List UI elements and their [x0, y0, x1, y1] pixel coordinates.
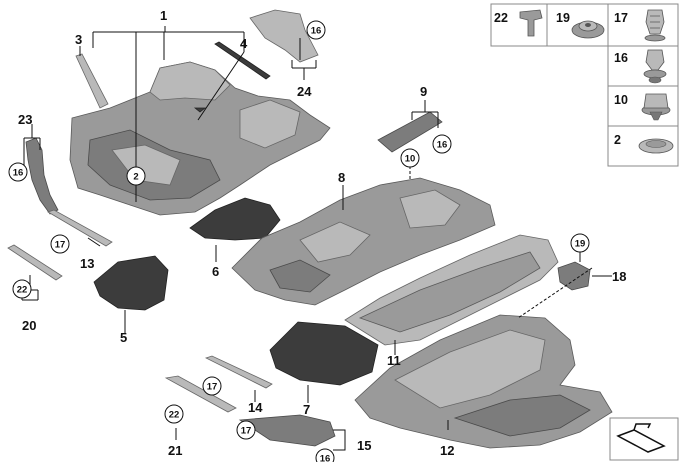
- callout-22-b: 22: [164, 404, 184, 424]
- part-13-strip: [47, 209, 113, 247]
- label-23: 23: [18, 112, 32, 127]
- part-21-strip: [164, 375, 237, 413]
- label-12: 12: [440, 443, 454, 458]
- label-11: 11: [387, 353, 401, 368]
- callout-10: 10: [400, 148, 420, 168]
- part-3-strip: [75, 53, 109, 109]
- svg-text:16: 16: [437, 140, 448, 151]
- callout-17-a: 17: [50, 234, 70, 254]
- callout-17-c: 17: [236, 420, 256, 440]
- legend-19-label: 19: [556, 11, 570, 25]
- leader-lines: [21, 26, 612, 451]
- fastener-legend: 22 19 17 16 10 2: [490, 3, 679, 167]
- part-4-seal: [214, 41, 271, 80]
- callout-22-a: 22: [12, 279, 32, 299]
- clip-10-icon: [641, 93, 671, 121]
- callout-numbers: 1 3 4 23 24 9 8 6 13 20 5 11 18 7 14 21 …: [18, 8, 626, 458]
- part-6-mat: [189, 197, 281, 241]
- svg-text:16: 16: [311, 26, 322, 37]
- label-7: 7: [303, 402, 310, 417]
- callout-16-b: 16: [306, 20, 326, 40]
- part-18-bracket: [557, 261, 591, 291]
- label-14: 14: [248, 400, 263, 415]
- label-20: 20: [22, 318, 36, 333]
- part-12-trunk-floor: [354, 314, 613, 449]
- svg-text:22: 22: [169, 410, 180, 421]
- svg-text:17: 17: [207, 382, 218, 393]
- part-8-carpet: [231, 177, 496, 306]
- part-24-trim: [249, 9, 319, 63]
- part-9-bracket: [377, 111, 443, 153]
- legend-16-label: 16: [614, 51, 628, 65]
- label-6: 6: [212, 264, 219, 279]
- label-9: 9: [420, 84, 427, 99]
- svg-text:16: 16: [13, 168, 24, 179]
- part-20-strip: [7, 244, 63, 281]
- svg-text:22: 22: [17, 285, 28, 296]
- svg-text:2: 2: [133, 172, 138, 183]
- svg-text:17: 17: [241, 426, 252, 437]
- part-11-panel: [344, 234, 559, 346]
- label-1: 1: [160, 8, 167, 23]
- label-21: 21: [168, 443, 182, 458]
- nut-19-icon: [571, 20, 605, 39]
- label-15: 15: [357, 438, 371, 453]
- part-15-trim: [238, 414, 336, 447]
- legend-10-label: 10: [614, 93, 628, 107]
- callout-17-b: 17: [202, 376, 222, 396]
- label-18: 18: [612, 269, 626, 284]
- svg-text:17: 17: [55, 240, 66, 251]
- svg-text:16: 16: [320, 454, 331, 462]
- clip-16-icon: [643, 49, 667, 84]
- label-5: 5: [120, 330, 127, 345]
- legend-22-label: 22: [494, 11, 508, 25]
- label-13: 13: [80, 256, 94, 271]
- part-7-mat: [269, 321, 379, 386]
- legend-2-label: 2: [614, 133, 621, 147]
- label-8: 8: [338, 170, 345, 185]
- callout-16-c: 16: [432, 134, 452, 154]
- label-3: 3: [75, 32, 82, 47]
- legend-17-label: 17: [614, 11, 628, 25]
- callout-19: 19: [570, 233, 590, 253]
- svg-text:19: 19: [575, 239, 586, 250]
- label-4: 4: [240, 36, 248, 51]
- plug-2-icon: [638, 138, 674, 154]
- svg-text:10: 10: [405, 154, 416, 165]
- callout-2: 2: [126, 166, 146, 186]
- clip-22-icon: [519, 9, 543, 37]
- part-23-trim: [25, 137, 59, 215]
- callout-16-d: 16: [315, 448, 335, 462]
- part-5-mat: [93, 255, 169, 311]
- label-24: 24: [297, 84, 312, 99]
- circled-callouts: 2 16 16 16 10 17 22 19: [8, 20, 590, 462]
- catalog-navigation-icon[interactable]: [609, 417, 679, 461]
- part-14-strip: [204, 355, 273, 389]
- front-floor-carpet: [69, 61, 331, 216]
- clip-17-icon: [644, 9, 666, 42]
- callout-16-a: 16: [8, 162, 28, 182]
